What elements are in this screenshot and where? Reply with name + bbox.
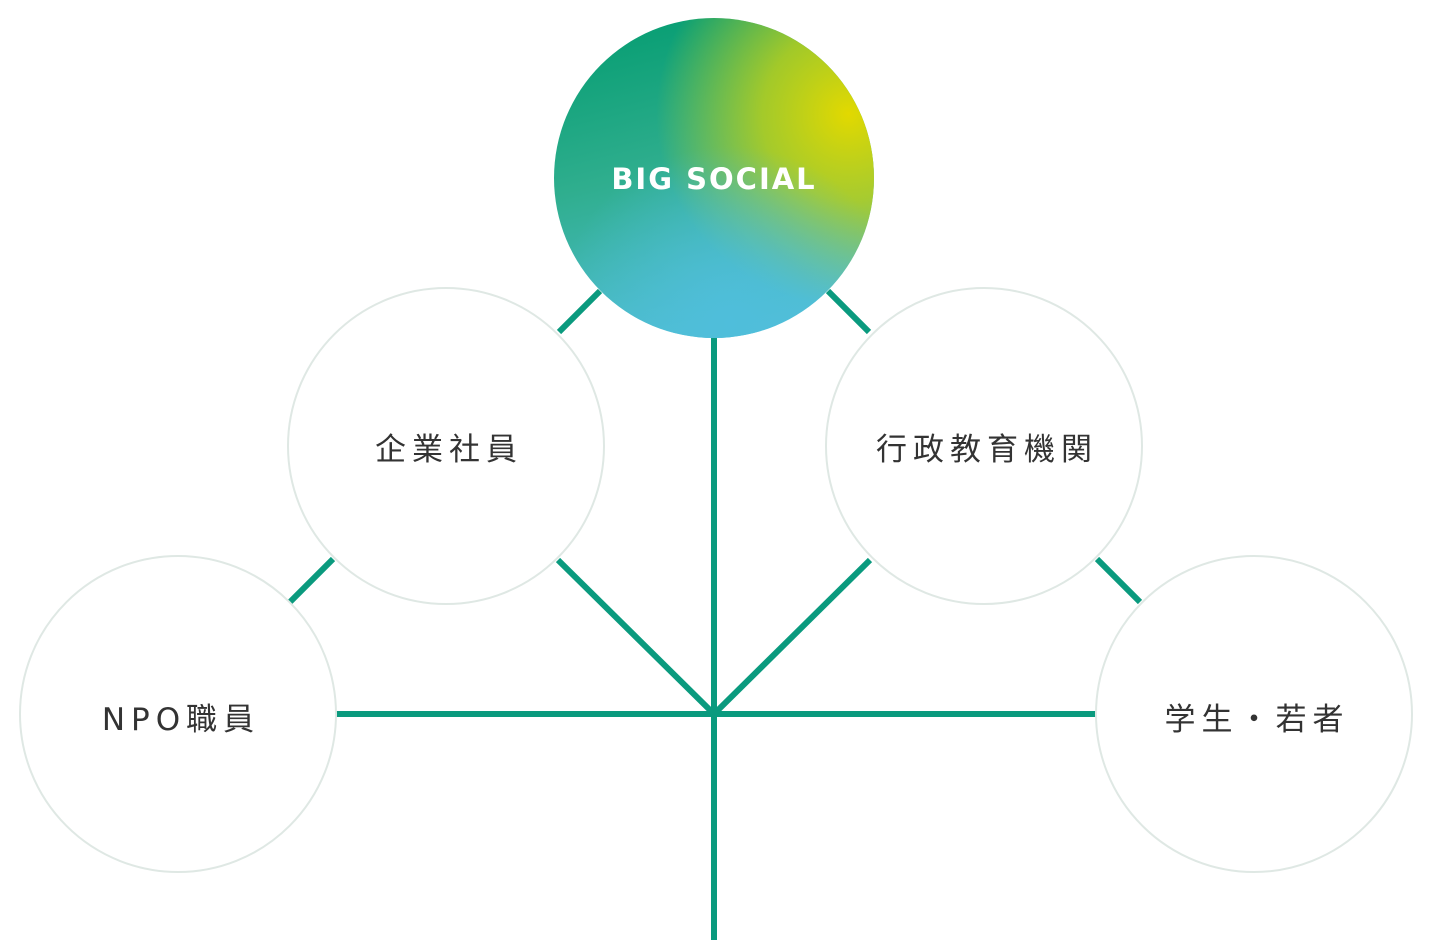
connector-corporate-to-npo <box>287 556 336 605</box>
node-npo-label: NPO職員 <box>102 702 260 738</box>
node-students-label: 学生・若者 <box>1165 702 1350 738</box>
connector-hub-to-corporate <box>556 288 603 335</box>
node-corporate-circle <box>287 287 605 605</box>
node-npo-circle <box>19 555 337 873</box>
connector-lines <box>287 280 1143 940</box>
connector-hub-to-government <box>825 288 872 335</box>
node-students: 学生・若者 <box>1095 555 1413 873</box>
node-corporate-label: 企業社員 <box>375 432 523 468</box>
node-government: 行政教育機関 <box>825 287 1143 605</box>
node-students-circle <box>1095 555 1413 873</box>
node-npo: NPO職員 <box>19 555 337 873</box>
hub-label: BIG SOCIAL <box>611 162 816 196</box>
node-corporate: 企業社員 <box>287 287 605 605</box>
connector-junction-to-government <box>711 557 873 717</box>
connector-junction-to-corporate <box>555 557 717 717</box>
hub-circle-blue-glow <box>554 18 874 338</box>
hub-node: BIG SOCIAL <box>554 18 874 338</box>
node-government-circle <box>825 287 1143 605</box>
node-government-label: 行政教育機関 <box>876 432 1098 468</box>
connector-government-to-students <box>1094 556 1143 605</box>
